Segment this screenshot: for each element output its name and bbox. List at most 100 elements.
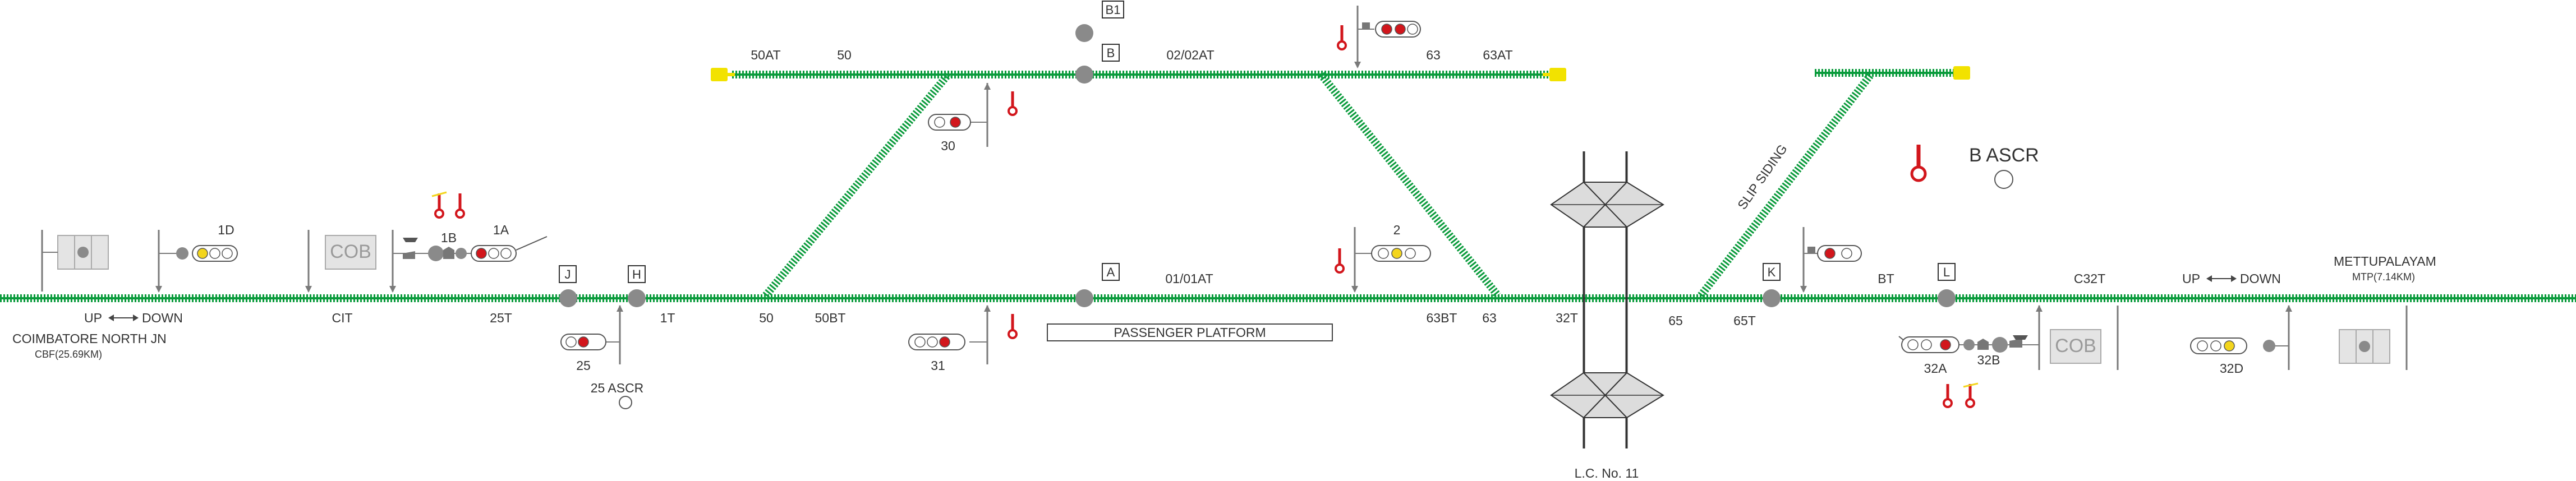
lc-label: L.C. No. 11 [1575, 466, 1639, 480]
label-50bt: 50BT [815, 311, 846, 325]
label-50at: 50AT [751, 48, 780, 62]
dir-right-arrow-head-r [2231, 275, 2237, 282]
track-labels: CIT 25T 1T 50 50BT 01/01AT 63BT 63 32T 6… [332, 48, 2105, 328]
label-bt: BT [1878, 271, 1894, 286]
node-a [1075, 289, 1093, 307]
lever-icon[interactable] [431, 191, 447, 219]
buffer-stop-slip [1953, 66, 1970, 80]
lever-icon[interactable] [1008, 91, 1018, 116]
node-k [1763, 289, 1781, 307]
dir-left-up: UP [84, 311, 102, 325]
lever-icon[interactable] [1335, 248, 1345, 274]
node-b1 [1075, 24, 1093, 42]
box-l-label: L [1943, 265, 1950, 279]
node-b [1075, 66, 1093, 84]
b-ascr-label: B ASCR [1969, 145, 2039, 166]
lever-icon[interactable] [455, 193, 465, 219]
signal-k[interactable] [1800, 227, 1862, 293]
label-boxes: J H A B B1 K L [559, 1, 1956, 283]
label-63bt: 63BT [1427, 311, 1457, 325]
cob-right: COB [2050, 306, 2119, 370]
tracks [0, 66, 2576, 302]
dir-left-arrow-head-r [133, 314, 139, 321]
ascr-25-indicator[interactable] [619, 396, 632, 409]
signal-30-label: 30 [941, 138, 955, 153]
signal-1b-label: 1B [441, 230, 457, 245]
lc-gate-top [1550, 182, 1664, 228]
box-h-label: H [632, 267, 641, 281]
label-32t: 32T [1556, 311, 1578, 325]
signal-32d-label: 32D [2220, 361, 2243, 376]
station-box-right [2339, 306, 2408, 370]
b-ascr-indicator[interactable] [1994, 170, 2013, 189]
box-j-label: J [565, 267, 571, 281]
cob-right-label: COB [2055, 335, 2096, 357]
signal-1a-label: 1A [493, 223, 509, 237]
ascr-25-label: 25 ASCR [591, 381, 644, 395]
signal-32b-label: 32B [1977, 353, 2000, 367]
label-loop-line: 02/02AT [1166, 48, 1214, 62]
node-l [1938, 289, 1956, 307]
signal-63at[interactable] [1354, 6, 1421, 68]
crossover-63 [1318, 72, 1501, 298]
signal-1b-1a[interactable]: 1B 1A [389, 223, 548, 293]
signal-1d-label: 1D [218, 223, 234, 237]
label-50-top: 50 [837, 48, 852, 62]
label-slip-siding: SLIP SIDING [1735, 142, 1790, 212]
node-j [559, 289, 577, 307]
label-cit: CIT [332, 311, 352, 325]
box-b1-label: B1 [1106, 3, 1121, 17]
lever-icon[interactable] [1963, 382, 1979, 408]
node-h [628, 289, 646, 307]
dir-right-down: DOWN [2240, 271, 2281, 286]
signal-32a-32b[interactable]: 32A 32B [1898, 305, 2043, 376]
dir-right-arrow-head-l [2206, 275, 2212, 282]
signal-32a-label: 32A [1924, 361, 1948, 376]
cob-left: COB [305, 230, 376, 293]
label-63at: 63AT [1483, 48, 1512, 62]
station-left-name: COIMBATORE NORTH JN [12, 331, 167, 346]
box-b-label: B [1107, 46, 1115, 60]
lever-icon[interactable] [1943, 384, 1953, 408]
lever-icon-large[interactable] [1910, 145, 1927, 182]
signal-31[interactable]: 31 [908, 305, 991, 373]
label-63: 63 [1482, 311, 1497, 325]
lever-icon[interactable] [1008, 314, 1018, 339]
buffer-stop-left [711, 68, 735, 81]
label-63-top: 63 [1426, 48, 1441, 62]
lever-icon[interactable] [1337, 25, 1347, 50]
signal-1d[interactable]: 1D [155, 223, 238, 293]
signal-25[interactable]: 25 [560, 305, 623, 373]
box-k-label: K [1768, 265, 1776, 279]
label-main-line: 01/01AT [1165, 271, 1213, 286]
station-box-left [41, 230, 109, 292]
signal-30[interactable]: 30 [928, 83, 991, 153]
dir-left-down: DOWN [142, 311, 183, 325]
signal-31-label: 31 [931, 358, 945, 373]
lc-gate-bottom [1550, 372, 1664, 418]
signal-32d[interactable]: 32D [2190, 305, 2292, 376]
level-crossing: L.C. No. 11 [1550, 151, 1664, 480]
station-right-name: METTUPALAYAM [2334, 254, 2436, 269]
station-right-sub: MTP(7.14KM) [2352, 271, 2415, 283]
slip-siding-track [1698, 72, 1874, 298]
signal-2-label: 2 [1393, 223, 1401, 237]
label-c32t: C32T [2074, 271, 2105, 286]
stations: COIMBATORE NORTH JN CBF(25.69KM) METTUPA… [12, 254, 2436, 360]
station-left-sub: CBF(25.69KM) [35, 349, 102, 360]
nodes [559, 24, 1956, 307]
buffer-stop-right [1543, 68, 1566, 81]
dir-left-arrow-head-l [108, 314, 114, 321]
crossover-50 [762, 72, 951, 298]
label-25t: 25T [490, 311, 512, 325]
signal-2[interactable]: 2 [1351, 223, 1431, 293]
cob-left-label: COB [330, 241, 371, 262]
levers [431, 25, 1979, 408]
platform-label: PASSENGER PLATFORM [1114, 325, 1266, 340]
dir-right-up: UP [2182, 271, 2200, 286]
passenger-platform: PASSENGER PLATFORM [1047, 323, 1333, 341]
box-a-label: A [1107, 265, 1115, 279]
label-1t: 1T [660, 311, 675, 325]
signal-25-label: 25 [576, 358, 591, 373]
